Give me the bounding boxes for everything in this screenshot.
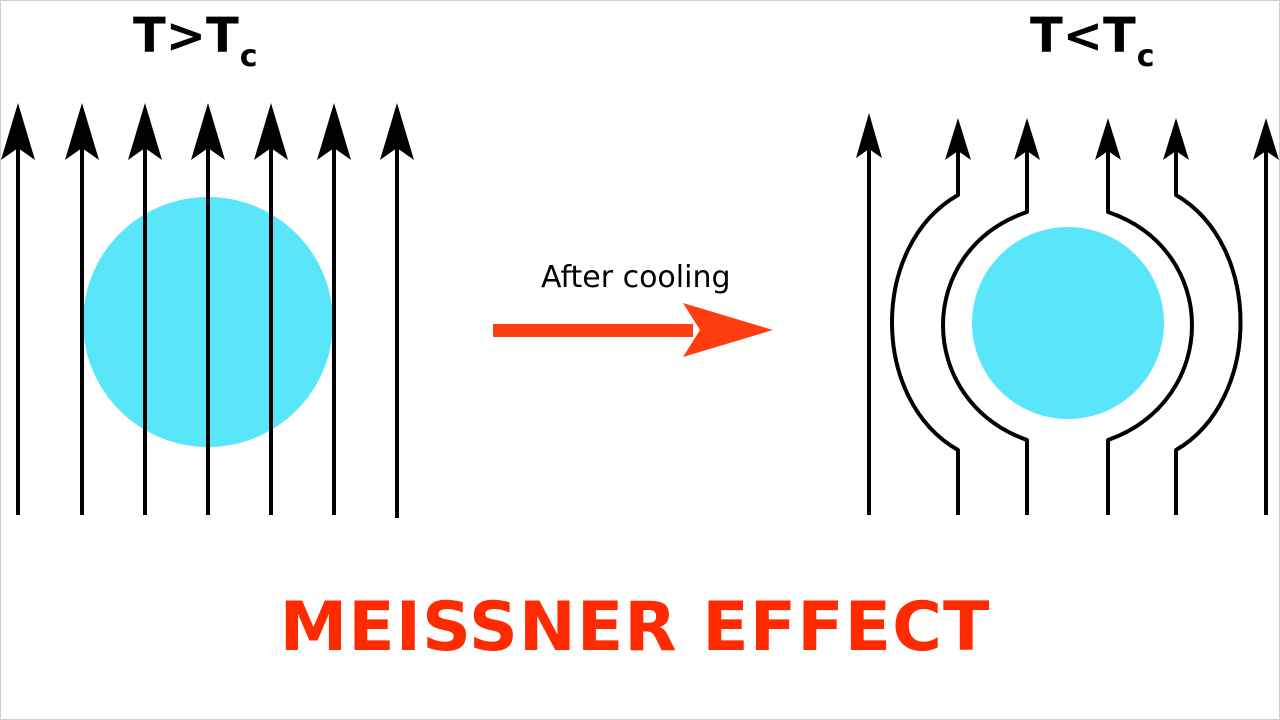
- right-panel: [856, 113, 1279, 515]
- field-arrowheads-right: [856, 113, 1279, 160]
- field-lines-left: [16, 140, 399, 518]
- arrowhead-icon: [380, 103, 414, 160]
- superconductor-sphere-cooled: [972, 227, 1164, 419]
- field-lines-right: [867, 140, 1268, 515]
- transition-arrow: [493, 303, 773, 357]
- page-title: MEISSNER EFFECT: [279, 588, 991, 667]
- arrowhead-icon: [1095, 118, 1121, 160]
- transition-caption: After cooling: [541, 260, 731, 295]
- arrowhead-icon: [945, 118, 971, 160]
- field-line-bent: [1174, 140, 1243, 515]
- transition-arrow-shaft: [493, 324, 693, 337]
- left-panel: [1, 103, 414, 518]
- state-label-main: T>T: [133, 8, 239, 64]
- arrowhead-icon: [191, 103, 225, 160]
- field-line-bent: [941, 140, 1029, 515]
- field-line-bent: [890, 140, 960, 515]
- arrowhead-icon: [856, 113, 882, 158]
- state-label-below-critical: T<Tc: [1030, 12, 1155, 72]
- transition-arrow-head-icon: [683, 303, 773, 357]
- arrowhead-icon: [1163, 118, 1189, 160]
- arrowhead-icon: [254, 103, 288, 160]
- arrowhead-icon: [128, 103, 162, 160]
- state-label-subscript: c: [1136, 39, 1155, 74]
- state-label-above-critical: T>Tc: [133, 12, 258, 72]
- arrowhead-icon: [317, 103, 351, 160]
- state-label-main: T<T: [1030, 8, 1136, 64]
- arrowhead-icon: [1253, 118, 1279, 160]
- field-line-bent: [1106, 140, 1194, 515]
- arrowhead-icon: [1014, 118, 1040, 160]
- state-label-subscript: c: [239, 39, 258, 74]
- arrowhead-icon: [1, 103, 35, 160]
- field-arrowheads-left: [1, 103, 414, 160]
- arrowhead-icon: [65, 103, 99, 160]
